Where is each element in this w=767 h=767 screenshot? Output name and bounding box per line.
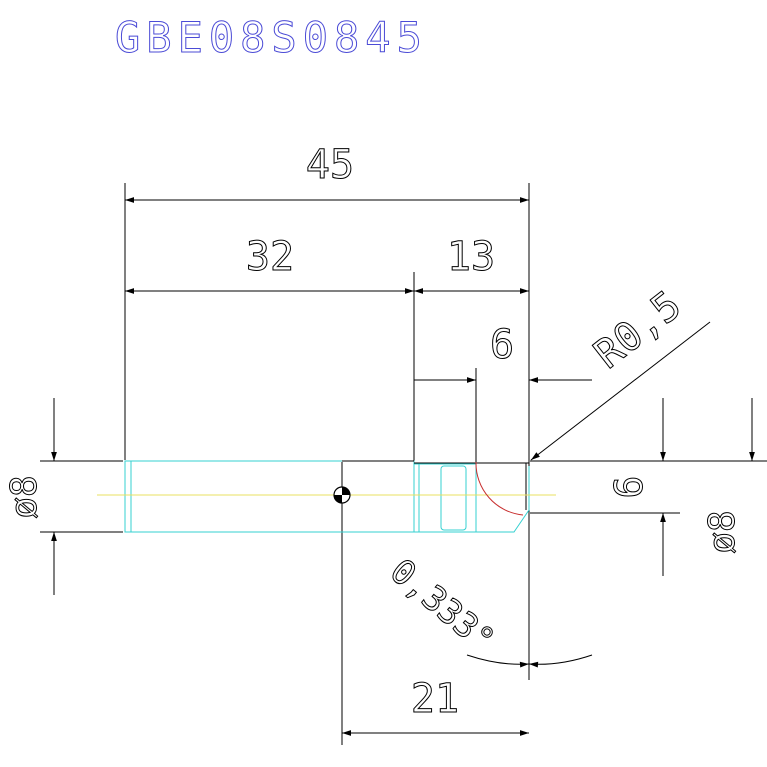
part-body — [124, 460, 530, 533]
dim-shank-length: 32 — [246, 234, 294, 280]
dim-line-radius — [530, 321, 711, 461]
dim-overall-length: 45 — [306, 142, 354, 188]
dim-bottom-length: 21 — [411, 676, 459, 722]
dim-neck-length: 6 — [490, 322, 514, 368]
extension-lines — [40, 183, 767, 745]
dim-corner-radius: R0,5 — [586, 282, 690, 378]
origin-symbol — [333, 486, 351, 504]
part-number-title: GBE08S0845 — [115, 13, 428, 62]
dim-head-length: 13 — [447, 234, 495, 280]
angle-arc-left — [466, 654, 530, 668]
dim-neck-diameter: 6 — [607, 476, 651, 499]
radius-arc — [475, 461, 524, 516]
dim-angle: 0,333° — [382, 551, 502, 661]
part-outline — [342, 460, 529, 510]
dimension-lines — [51, 197, 755, 736]
dim-left-diameter: ø8 — [4, 475, 45, 518]
dim-right-diameter: ø8 — [702, 510, 743, 553]
angle-arc-right — [528, 654, 593, 668]
